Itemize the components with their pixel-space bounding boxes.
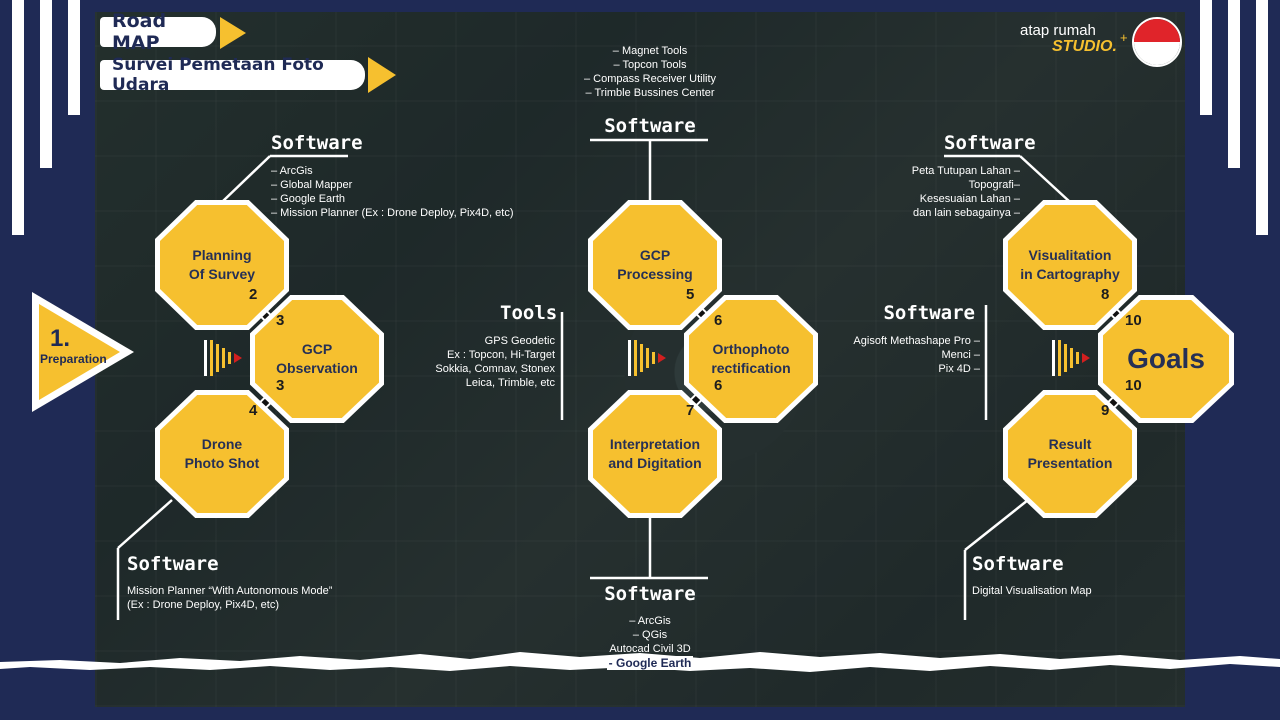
list-item: – ArcGis (629, 615, 671, 627)
software-drone-list: Mission Planner “With Autonomous Mode” (… (127, 584, 332, 612)
step-number: 9 (1101, 402, 1110, 419)
list-item: Ex : Topcon, Hi-Target (446, 349, 555, 361)
list-item: Sokkia, Comnav, Stonex (435, 363, 555, 375)
software-gcp-list: – Magnet Tools – Topcon Tools – Compass … (560, 44, 740, 100)
subtitle-arrow-icon (368, 57, 396, 93)
software-planning-list: – ArcGis – Global Mapper – Google Earth … (271, 164, 514, 220)
roadmap-label-text: Road MAP (112, 10, 167, 54)
step-number: 10 (1125, 377, 1142, 394)
flow-signal-icon-2 (628, 340, 666, 376)
software-visual-title: Software (944, 132, 1036, 154)
list-item: Digital Visualisation Map (972, 585, 1092, 597)
node-planning-of-survey: Planning Of Survey (155, 200, 289, 330)
node-gcp-processing-label: GCP Processing (617, 247, 693, 282)
step-number: 10 (1125, 312, 1142, 329)
software-visual-list: Peta Tutupan Lahan – Topografi– Kesesuai… (870, 164, 1020, 220)
list-item: Topografi– (968, 179, 1020, 191)
node-visualisation: Visualitation in Cartography (1003, 200, 1137, 330)
list-item: Peta Tutupan Lahan – (911, 165, 1020, 177)
right-stripe-2 (1228, 0, 1240, 168)
list-item: - Google Earth (606, 656, 694, 670)
step-number: 6 (714, 312, 723, 329)
software-gcp-title: Software (604, 115, 696, 137)
flow-signal-icon-1 (204, 340, 242, 376)
node-goals-label: Goals (1127, 343, 1205, 374)
list-item: Mission Planner “With Autonomous Mode” (127, 585, 333, 597)
node-interpretation-label: Interpretation and Digitation (608, 436, 702, 471)
software-ortho-title: Software (883, 302, 975, 324)
software-result-list: Digital Visualisation Map (972, 584, 1092, 598)
right-stripe-1 (1256, 0, 1268, 235)
node-drone-photo-shot: Drone Photo Shot (155, 390, 289, 518)
list-item: – Mission Planner (Ex : Drone Deploy, Pi… (271, 207, 514, 219)
node-gcp-observation-label: GCP Observation (276, 341, 358, 376)
list-item: Agisoft Methashape Pro – (853, 335, 980, 347)
step-number: 8 (1101, 286, 1110, 303)
step-number: 3 (276, 312, 285, 329)
brand-logo: atap rumah STUDIO. + (1020, 22, 1130, 62)
indonesia-flag-icon (1132, 17, 1182, 67)
node-planning-label: Planning Of Survey (188, 247, 256, 282)
left-stripe-3 (68, 0, 80, 115)
flow-signal-icon-3 (1052, 340, 1090, 376)
node-drone-label: Drone Photo Shot (184, 436, 260, 471)
left-stripe-2 (40, 0, 52, 168)
right-stripe-3 (1200, 0, 1212, 115)
roadmap-label: Road MAP (100, 10, 216, 54)
node-gcp-observation: GCP Observation (250, 295, 384, 423)
brand-line2: STUDIO. (1052, 38, 1117, 55)
step-number: 3 (276, 377, 285, 394)
list-item: (Ex : Drone Deploy, Pix4D, etc) (127, 599, 280, 611)
software-interp-list: – ArcGis – QGis Autocad Civil 3D - Googl… (580, 614, 720, 671)
list-item: – Google Earth (271, 193, 345, 205)
list-item: Leica, Trimble, etc (465, 377, 555, 389)
brand-line1: atap rumah (1020, 22, 1096, 39)
subtitle-label-text: Survei Pemetaan Foto Udara (112, 55, 324, 95)
list-item: Pix 4D – (938, 363, 980, 375)
list-item: GPS Geodetic (484, 335, 555, 347)
node-result-label: Result Presentation (1027, 436, 1113, 471)
preparation-number: 1. (50, 325, 71, 352)
software-interp-title: Software (604, 583, 696, 605)
list-item: – Compass Receiver Utility (583, 73, 717, 85)
step-number: 7 (686, 402, 695, 419)
list-item: – Magnet Tools (612, 45, 688, 57)
node-goals: Goals (1098, 295, 1234, 423)
node-result-presentation: Result Presentation (1003, 390, 1137, 518)
list-item: dan lain sebagainya – (912, 207, 1020, 219)
software-planning-title: Software (271, 132, 363, 154)
node-orthophoto: Orthophoto rectification (684, 295, 818, 423)
step-number: 2 (249, 286, 258, 303)
node-gcp-processing: GCP Processing (588, 200, 722, 330)
list-item: Kesesuaian Lahan – (919, 193, 1020, 205)
preparation-label: Preparation (40, 352, 107, 366)
preparation-arrow (32, 292, 134, 412)
list-item: – Trimble Bussines Center (585, 87, 715, 99)
tools-title: Tools (500, 302, 558, 324)
software-drone-title: Software (127, 553, 219, 575)
list-item: Menci – (941, 349, 980, 361)
list-item: – ArcGis (271, 165, 313, 177)
list-item: – QGis (632, 629, 668, 641)
step-number: 6 (714, 377, 723, 394)
tools-list: GPS Geodetic Ex : Topcon, Hi-Target Sokk… (405, 334, 555, 390)
step-number: 4 (249, 402, 258, 419)
software-result-title: Software (972, 553, 1064, 575)
subtitle-label: Survei Pemetaan Foto Udara (100, 55, 365, 95)
left-stripe-1 (12, 0, 24, 235)
software-ortho-list: Agisoft Methashape Pro – Menci – Pix 4D … (820, 334, 980, 376)
brand-plus: + (1120, 30, 1128, 45)
node-visualisation-label: Visualitation in Cartography (1020, 247, 1120, 282)
step-number: 5 (686, 286, 695, 303)
list-item: – Global Mapper (271, 179, 353, 191)
list-item: Autocad Civil 3D (609, 643, 691, 655)
roadmap-arrow-icon (220, 17, 246, 49)
list-item: – Topcon Tools (613, 59, 687, 71)
node-orthophoto-label: Orthophoto rectification (711, 341, 791, 376)
node-interpretation: Interpretation and Digitation (588, 390, 722, 518)
